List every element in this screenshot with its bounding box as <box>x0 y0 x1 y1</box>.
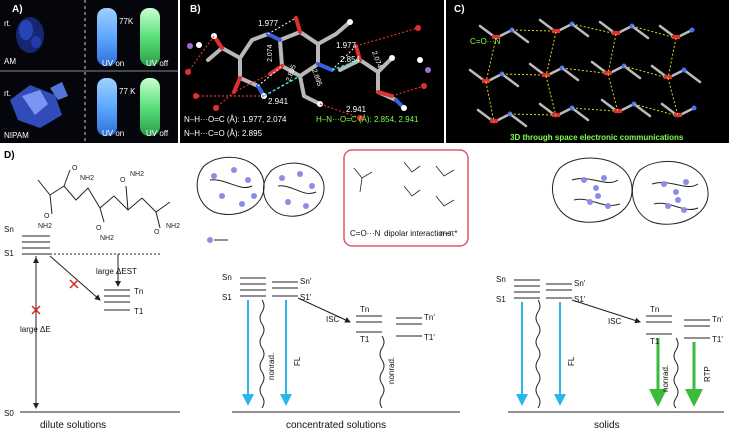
dilute-s1: S1 <box>4 249 14 258</box>
network-lattice <box>468 18 702 128</box>
conc-isc: ISC <box>326 315 340 324</box>
dilute-sn: Sn <box>4 225 14 234</box>
panel-a-label: A) <box>12 4 23 15</box>
conc-t1-p: T1' <box>424 333 435 342</box>
nipam-tube-uv-on <box>97 78 117 136</box>
a-bottom-temp: 77 K <box>119 87 136 96</box>
interactions-box: C=O···N dipolar interactions n–π* <box>343 149 469 247</box>
dilute-caption: dilute solutions <box>40 420 106 429</box>
panel-c-label: C) <box>454 4 465 15</box>
solids-tn-p: Tn' <box>712 315 723 324</box>
panel-c: C) C=O···N 3D through space electronic c… <box>446 0 729 143</box>
concentrated-dots <box>207 167 315 243</box>
b-legend-line1: N–H···O=C (Å): 1.977, 2.074 <box>184 115 287 124</box>
conc-tn: Tn <box>360 305 369 314</box>
dilute-t1: T1 <box>134 307 144 316</box>
a-bottom-uv-off: UV off <box>146 129 169 138</box>
nipam-crystals <box>10 82 68 128</box>
b-legend-line2: N–H···C=O (Å): 2.895 <box>184 129 263 138</box>
a-top-name: AM <box>4 57 16 66</box>
solids-sn: Sn <box>496 275 506 284</box>
a-top-uv-on: UV on <box>102 59 124 68</box>
struct-nh2-d: NH2 <box>100 235 114 242</box>
solids-isc: ISC <box>608 317 622 326</box>
am-powder <box>16 17 44 53</box>
struct-o-b: O <box>120 177 126 184</box>
panel-d: D) O NH2 O NH2 O NH2 O NH2 O NH2 <box>4 149 724 429</box>
am-tube-uv-on <box>97 8 117 66</box>
conc-sn-p: Sn' <box>300 277 312 286</box>
panel-a: A) rt. AM 77K UV on UV off rt. NIPAM 77 … <box>0 0 178 143</box>
dist-2: 2.074 <box>267 44 274 62</box>
solid-clusters <box>552 157 709 225</box>
concentrated-caption: concentrated solutions <box>286 420 386 429</box>
solids-t1-p: T1' <box>712 335 723 344</box>
conc-sn: Sn <box>222 273 232 282</box>
a-bottom-rt: rt. <box>4 89 11 98</box>
conc-fl: FL <box>293 356 302 366</box>
solids-rtp: RTP <box>703 366 712 382</box>
a-top-uv-off: UV off <box>146 59 169 68</box>
struct-o-e: O <box>154 229 160 236</box>
struct-nh2-e: NH2 <box>166 223 180 230</box>
panel-b-label: B) <box>190 4 201 15</box>
solids-tn: Tn <box>650 305 659 314</box>
nipam-tube-uv-off <box>140 78 160 136</box>
panel-d-label: D) <box>4 150 15 161</box>
dist-1: 1.977 <box>336 41 357 50</box>
solids-t1: T1 <box>650 337 660 346</box>
conc-nonrad-1: nonrad. <box>267 353 276 380</box>
dist-8: 2.941 <box>346 105 367 114</box>
solids-s1: S1 <box>496 295 506 304</box>
conc-s1-p: S1' <box>300 293 312 302</box>
struct-nh2-b: NH2 <box>130 171 144 178</box>
a-bottom-uv-on: UV on <box>102 129 124 138</box>
panel-b: B) 1.977 1.977 2.074 2.895 2.941 2.854 2… <box>180 0 444 143</box>
dilute-s0: S0 <box>4 409 14 418</box>
conc-tn-p: Tn' <box>424 313 435 322</box>
solids-s1-p: S1' <box>574 295 586 304</box>
a-top-rt: rt. <box>4 19 11 28</box>
struct-o-d: O <box>96 225 102 232</box>
box-label-co-n: C=O···N <box>350 229 381 238</box>
concentrated-jablonski <box>232 277 460 413</box>
c-bond-label: C=O···N <box>470 37 501 46</box>
polyacrylamide-structure <box>37 169 171 229</box>
dist-5: 2.854 <box>340 55 361 64</box>
conc-t1: T1 <box>360 335 370 344</box>
dilute-large-dest: large ΔEST <box>96 267 137 276</box>
c-caption: 3D through space electronic communicatio… <box>510 133 684 142</box>
a-top-temp: 77K <box>119 17 134 26</box>
box-label-n-pi: n–π* <box>440 229 458 238</box>
b-legend-line3: H–N···O=C (Å): 2.854, 2.941 <box>316 115 419 124</box>
struct-o-c: O <box>44 213 50 220</box>
a-bottom-name: NIPAM <box>4 131 29 140</box>
struct-nh2-c: NH2 <box>38 223 52 230</box>
solid-dots <box>581 175 689 213</box>
concentrated-clusters <box>196 156 325 217</box>
solids-sn-p: Sn' <box>574 279 586 288</box>
solids-nonrad: nonrad. <box>661 365 670 392</box>
am-tube-uv-off <box>140 8 160 66</box>
dist-4: 2.941 <box>268 97 289 106</box>
struct-o-a: O <box>72 165 78 172</box>
dilute-large-de: large ΔE <box>20 325 51 334</box>
solids-jablonski <box>508 279 724 413</box>
conc-nonrad-2: nonrad. <box>387 357 396 384</box>
conc-s1: S1 <box>222 293 232 302</box>
box-label-dipolar: dipolar interactions <box>384 229 451 238</box>
dilute-jablonski <box>20 235 180 413</box>
struct-nh2-a: NH2 <box>80 175 94 182</box>
dist-0: 1.977 <box>258 19 279 28</box>
dilute-cross-marks <box>31 279 79 315</box>
solids-caption: solids <box>594 420 620 429</box>
dilute-tn: Tn <box>134 287 143 296</box>
solids-fl: FL <box>567 356 576 366</box>
